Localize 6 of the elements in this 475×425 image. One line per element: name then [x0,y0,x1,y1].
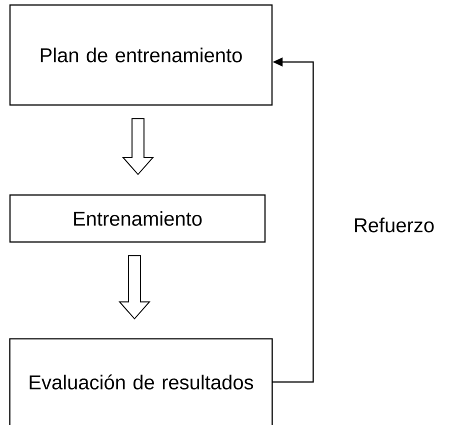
edge-label: Refuerzo [355,218,434,232]
block-arrow [118,255,151,320]
process-box: Entrenamiento [9,194,266,243]
block-arrow [122,118,154,176]
process-box: Plan de entrenamiento [9,4,273,106]
process-box: Evaluación de resultados [9,338,273,425]
